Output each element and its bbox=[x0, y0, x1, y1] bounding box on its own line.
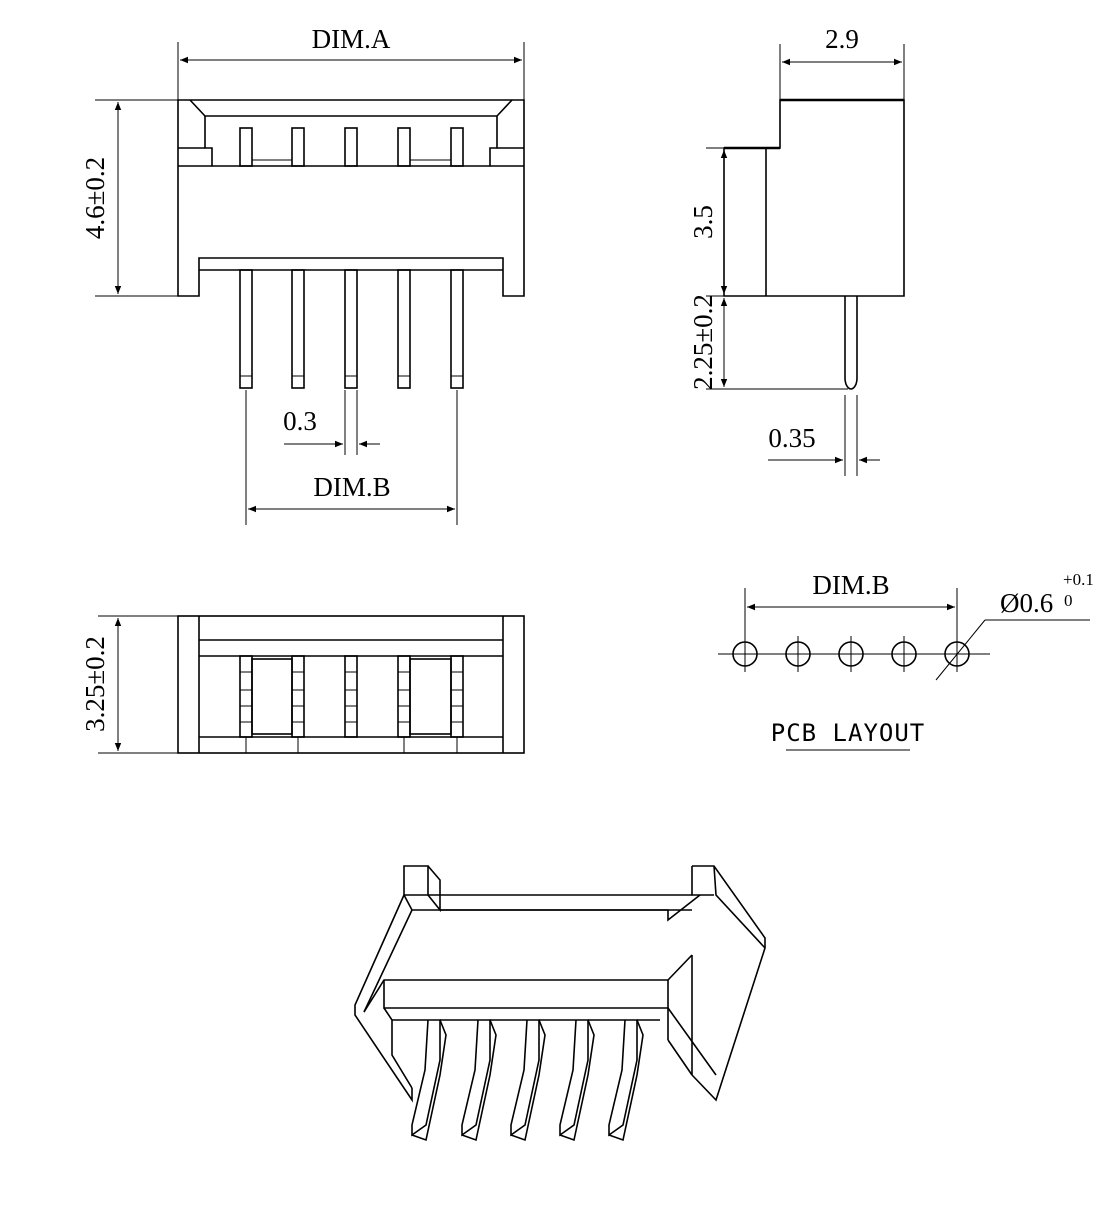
side-view: 2.9 3.5 2.25±0.2 0.35 bbox=[688, 24, 905, 476]
depth-label: 3.25±0.2 bbox=[80, 636, 110, 732]
hole-tol-plus: +0.1 bbox=[1063, 570, 1094, 589]
pcb-dim-b-label: DIM.B bbox=[812, 570, 889, 600]
front-pin-tails bbox=[239, 269, 464, 389]
hole-tol-minus: 0 bbox=[1064, 591, 1073, 610]
side-body-outline bbox=[723, 99, 905, 297]
top-width-label: 2.9 bbox=[825, 24, 859, 54]
bottom-view: 3.25±0.2 bbox=[80, 615, 525, 754]
front-dim-b-label: DIM.B bbox=[313, 472, 390, 502]
isometric-view bbox=[354, 865, 766, 1142]
bottom-outline bbox=[177, 615, 525, 754]
height-label: 4.6±0.2 bbox=[80, 157, 110, 239]
pcb-holes bbox=[732, 636, 970, 672]
pcb-layout: DIM.B Ø0.6 +0.1 0 PCB LAYOUT bbox=[718, 570, 1094, 751]
body-height-label: 3.5 bbox=[688, 205, 718, 239]
iso-pins bbox=[411, 1019, 644, 1142]
bottom-pins bbox=[239, 655, 464, 753]
pin-width-label: 0.3 bbox=[283, 406, 317, 436]
front-pins bbox=[239, 127, 464, 167]
pin-thickness-label: 0.35 bbox=[768, 423, 815, 453]
front-view: DIM.A 4.6±0.2 bbox=[80, 24, 525, 525]
housing-outline bbox=[177, 99, 525, 297]
pcb-layout-caption: PCB LAYOUT bbox=[771, 719, 926, 747]
pin-length-label: 2.25±0.2 bbox=[688, 294, 718, 390]
hole-dia-label: Ø0.6 bbox=[1000, 588, 1053, 618]
dim-a-label: DIM.A bbox=[312, 24, 391, 54]
